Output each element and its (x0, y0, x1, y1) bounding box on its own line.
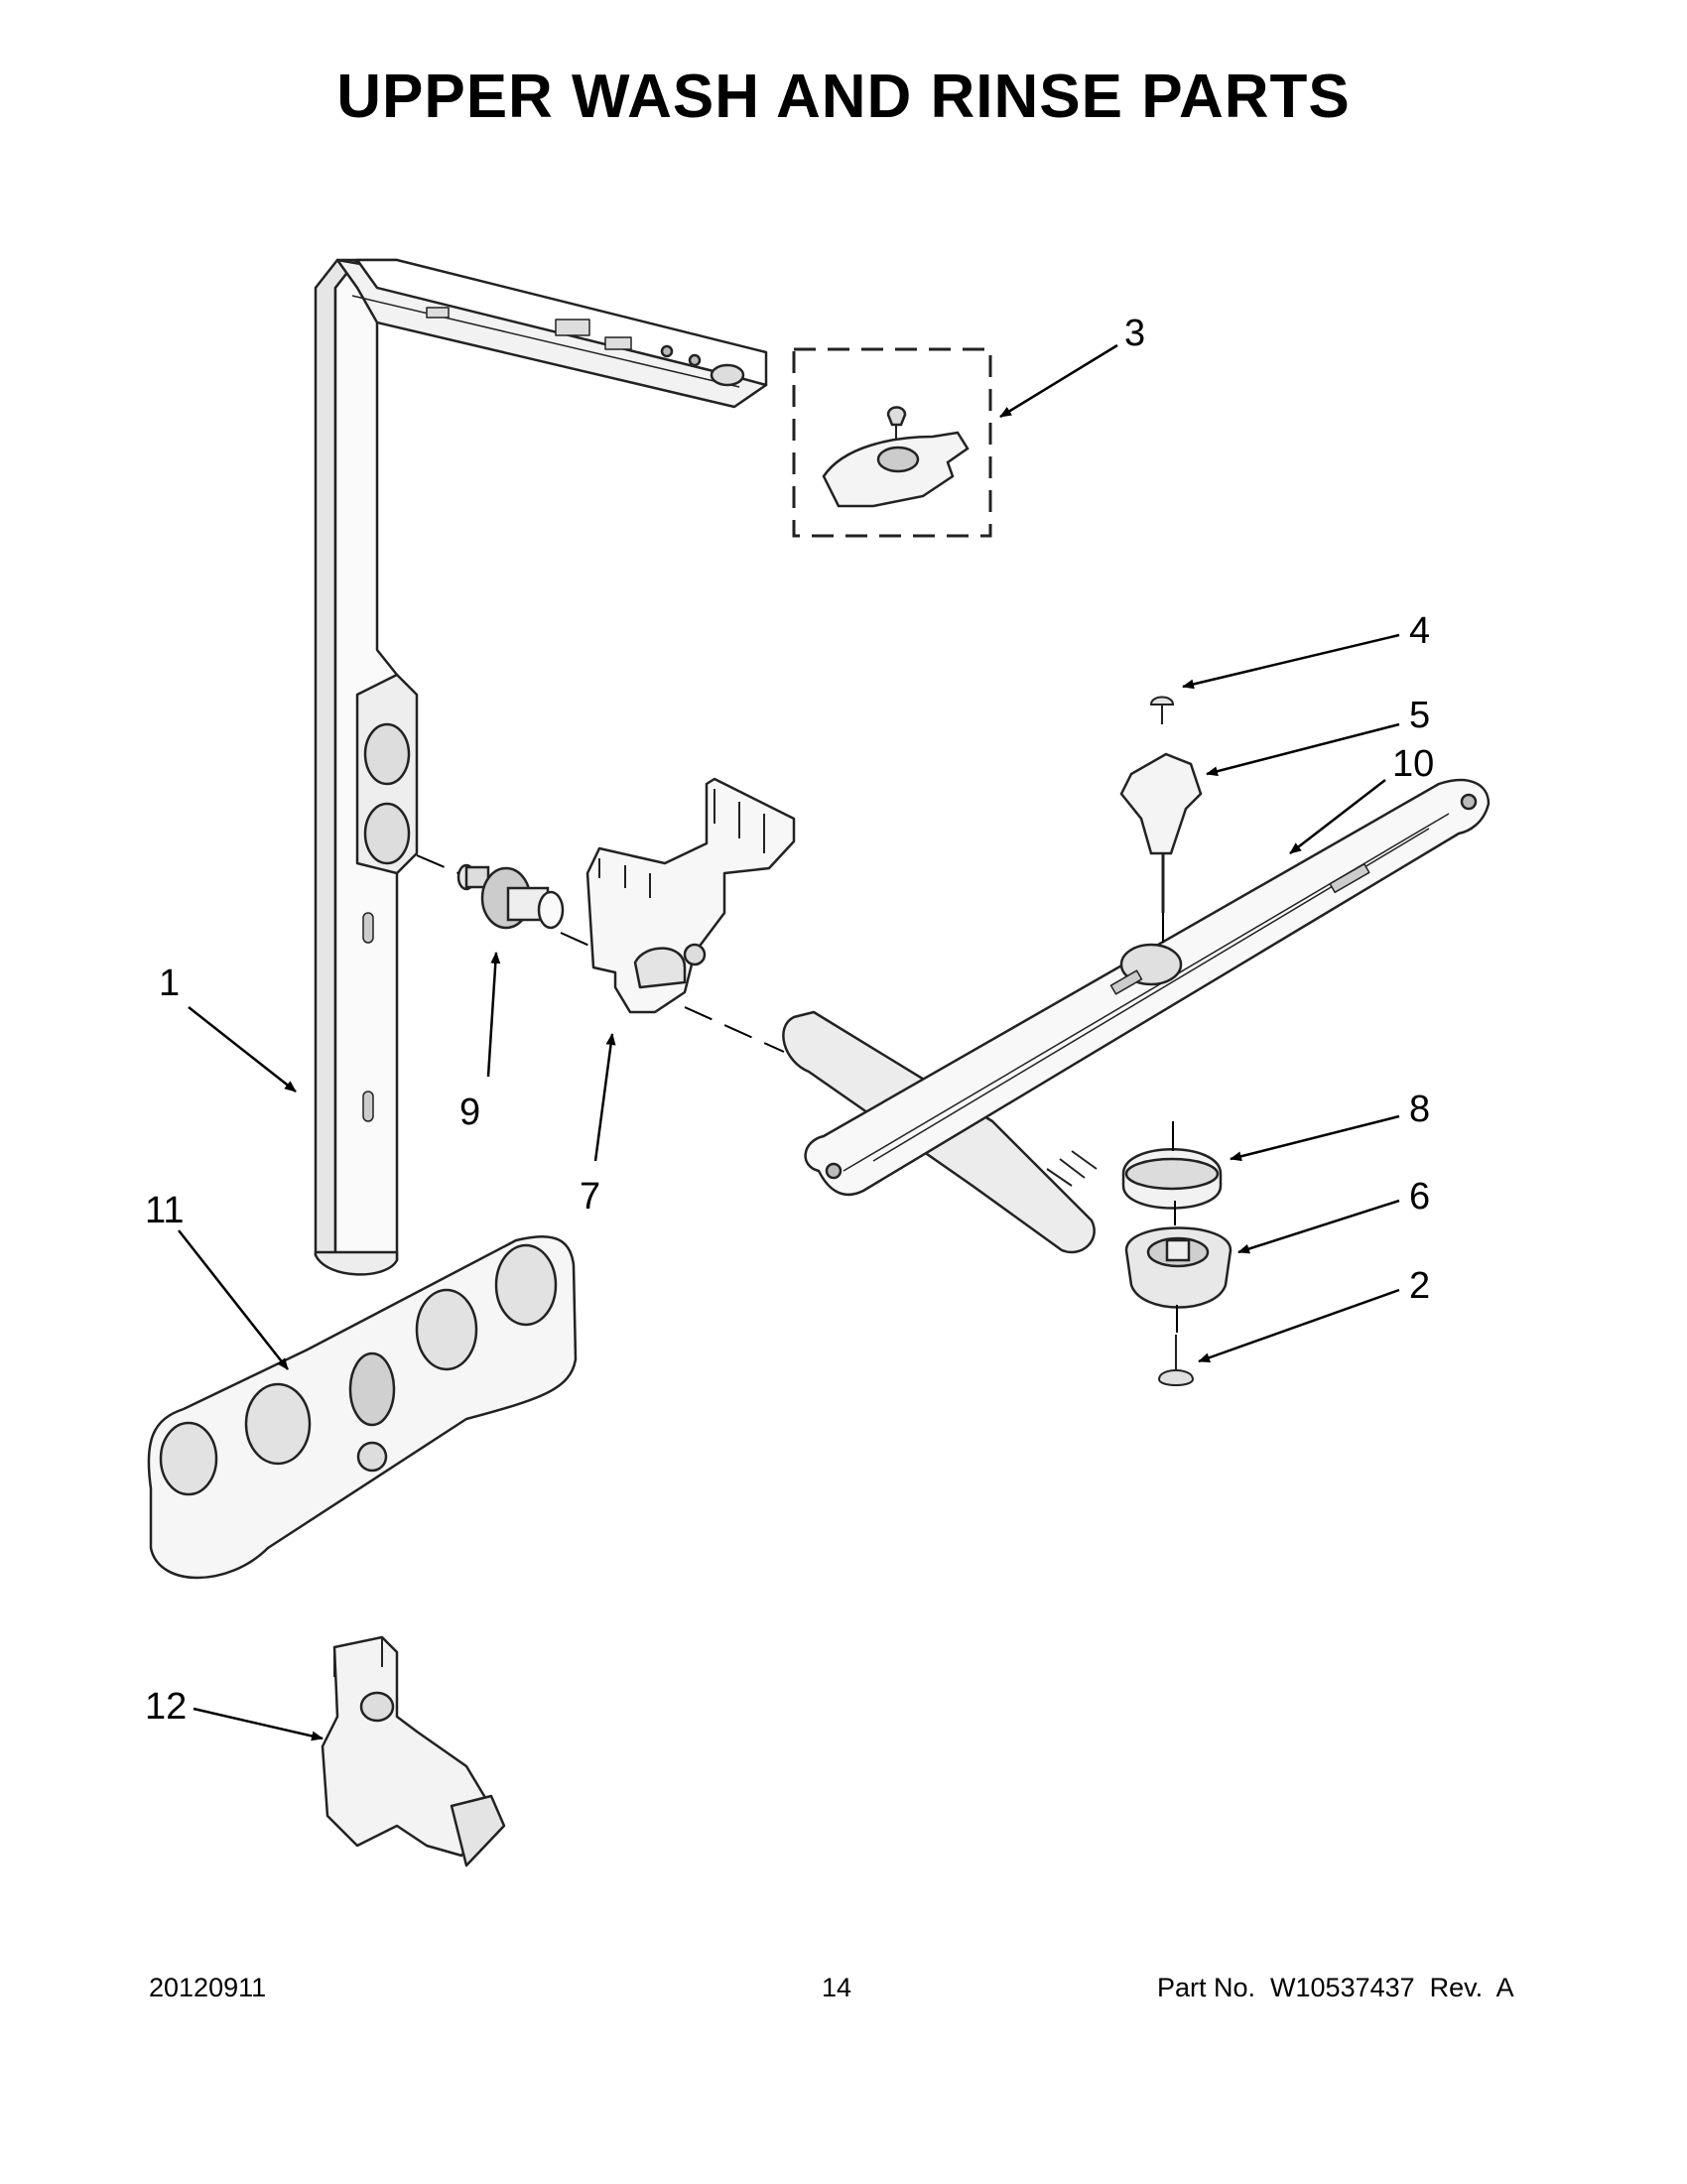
callout-9: 9 (459, 1092, 480, 1133)
callout-2: 2 (1409, 1265, 1430, 1307)
callout-4: 4 (1409, 610, 1430, 652)
callout-10: 10 (1392, 743, 1434, 785)
callout-12: 12 (145, 1686, 187, 1728)
part-7-manifold-bracket (585, 777, 796, 1014)
footer-page-number: 14 (822, 1973, 852, 2002)
leader-11 (178, 1229, 289, 1370)
leader-2 (1198, 1288, 1400, 1363)
callout-1: 1 (159, 963, 180, 1004)
callout-5: 5 (1409, 695, 1430, 736)
footer-part-number: Part No. W10537437 Rev. A (1157, 1973, 1514, 2002)
leader-3 (999, 343, 1118, 419)
part-2-screw (1157, 1335, 1195, 1386)
part-1-upper-spray-supply-tube (314, 258, 768, 1276)
part-8-bearing-ring (1121, 1148, 1223, 1210)
part-9-diverter-valve (456, 863, 565, 930)
leader-5 (1206, 722, 1400, 777)
leader-6 (1237, 1199, 1400, 1254)
part-12-wash-arm-connector (321, 1635, 506, 1867)
leader-9 (486, 952, 501, 1078)
callout-8: 8 (1409, 1089, 1430, 1130)
part-3-spray-arm-mount-kit (792, 347, 992, 538)
leader-12 (193, 1707, 324, 1741)
callout-11: 11 (145, 1190, 184, 1231)
callout-numbers: 1 3 4 5 10 9 7 8 6 2 11 12 (145, 313, 1434, 1728)
part-11-spray-manifold (147, 1235, 578, 1580)
part-5-clip (1119, 752, 1203, 913)
part-6-spray-arm-hub (1124, 1226, 1233, 1309)
part-4-screw (1149, 696, 1175, 724)
callout-3: 3 (1124, 313, 1145, 354)
page-title: UPPER WASH AND RINSE PARTS (336, 63, 1351, 131)
callout-6: 6 (1409, 1176, 1430, 1218)
callout-leaders (178, 343, 1400, 1741)
part-10-upper-spray-arm (782, 778, 1491, 1253)
leader-8 (1230, 1114, 1400, 1162)
leader-7 (593, 1033, 616, 1162)
assembly-lines (416, 854, 1178, 1333)
leader-1 (188, 1006, 297, 1092)
callout-7: 7 (580, 1176, 600, 1218)
leader-4 (1182, 633, 1400, 690)
leader-10 (1289, 779, 1386, 854)
footer-date: 20120911 (149, 1973, 267, 2002)
